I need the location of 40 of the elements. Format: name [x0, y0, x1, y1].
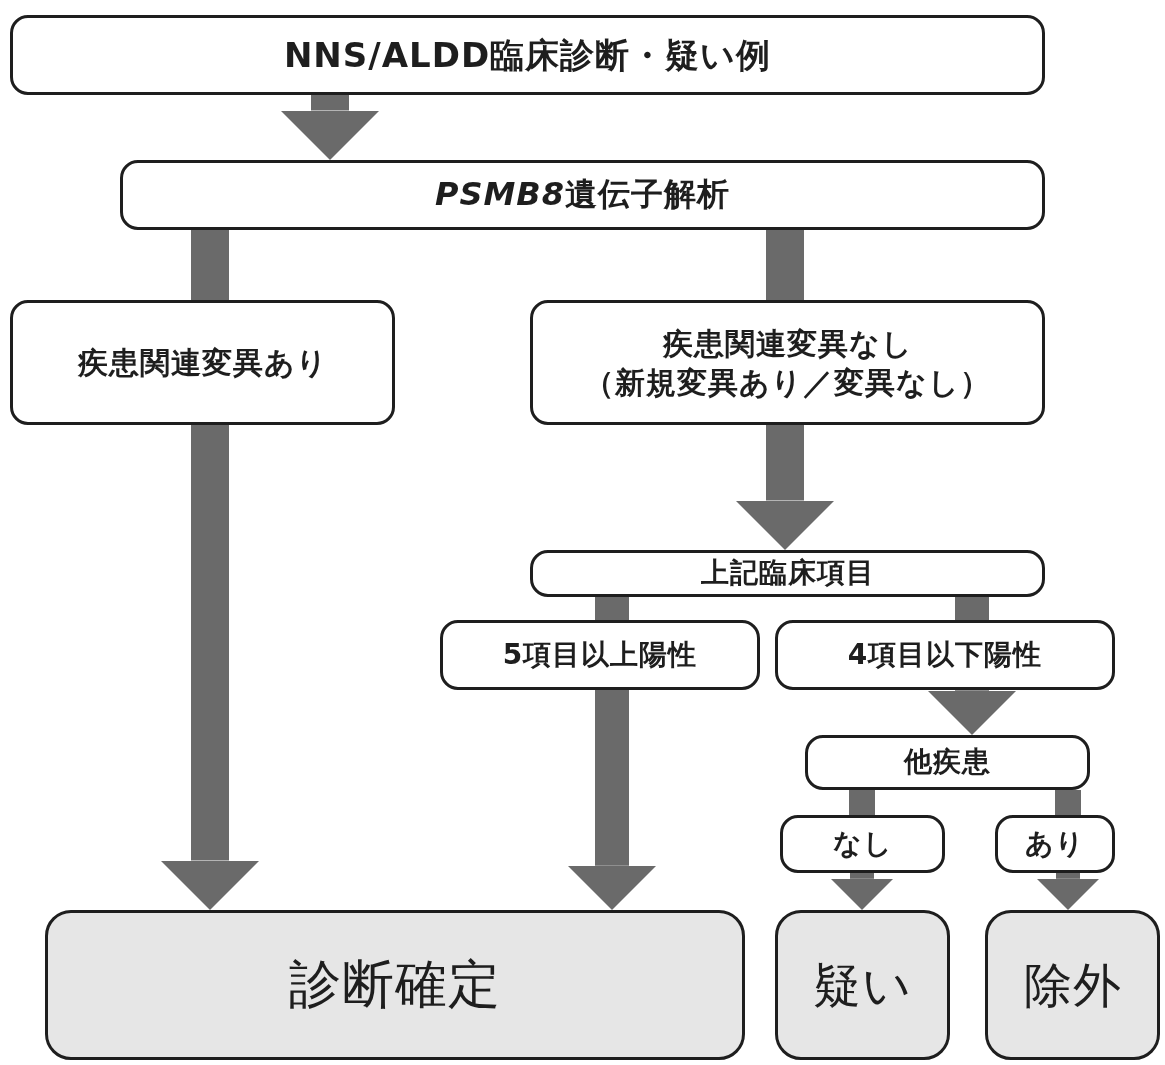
- process-box: [995, 815, 1115, 873]
- block-arrow: [1036, 873, 1100, 910]
- process-box: [530, 550, 1045, 597]
- block-arrow: [927, 690, 1017, 735]
- box-label: 遺伝子解析: [565, 174, 730, 216]
- result-box: [985, 910, 1160, 1060]
- connector-bar: [849, 790, 875, 815]
- process-box: [530, 300, 1045, 425]
- box-label: （新規変異あり／変異なし）: [584, 363, 991, 402]
- box-label: あり: [1025, 825, 1085, 862]
- box-label: NNS/ALDD臨床診断・疑い例: [283, 33, 772, 77]
- process-box: [10, 15, 1045, 95]
- process-box: [780, 815, 945, 873]
- box-label: 疾患関連変異なし: [662, 324, 913, 363]
- connector-bar: [955, 597, 989, 620]
- box-label: なし: [832, 825, 893, 862]
- box-label: 疑い: [813, 955, 912, 1015]
- block-arrow: [830, 873, 894, 910]
- process-box: [10, 300, 395, 425]
- process-box: [120, 160, 1045, 230]
- result-box: [45, 910, 745, 1060]
- box-label: 他疾患: [904, 744, 991, 781]
- result-box: [775, 910, 950, 1060]
- block-arrow: [567, 690, 657, 910]
- process-box: [440, 620, 760, 690]
- process-box: [775, 620, 1115, 690]
- process-box: [805, 735, 1090, 790]
- connector-bar: [1055, 790, 1081, 815]
- box-label: 上記臨床項目: [700, 555, 875, 592]
- connector-bar: [595, 597, 629, 620]
- block-arrow: [160, 425, 260, 910]
- block-arrow: [280, 95, 380, 160]
- box-label: 4項目以下陽性: [847, 636, 1043, 673]
- block-arrow: [735, 425, 835, 550]
- box-label: 疾患関連変異あり: [77, 344, 328, 382]
- gene-name: PSMB8: [435, 174, 565, 216]
- box-label: 5項目以上陽性: [502, 636, 698, 673]
- connector-bar: [766, 230, 804, 300]
- box-label: 除外: [1023, 955, 1122, 1015]
- box-label: 診断確定: [289, 953, 501, 1017]
